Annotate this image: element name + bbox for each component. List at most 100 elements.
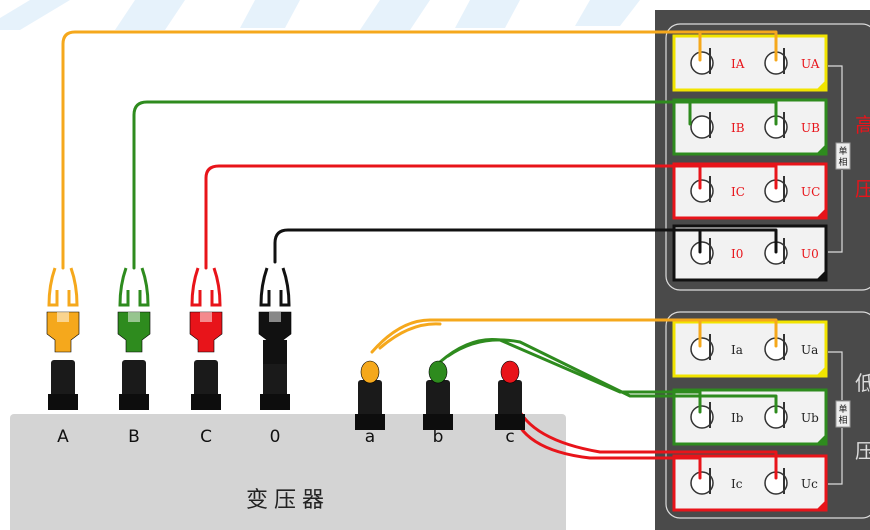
current-label: Ia <box>731 343 743 357</box>
clamp-A-jaw <box>46 311 80 353</box>
transformer-body <box>10 414 566 530</box>
single-phase-label: 单相 <box>838 145 847 168</box>
low-port: Ia Ua <box>672 320 828 378</box>
low-group-frame <box>665 311 870 519</box>
terminal-label-A: A <box>57 427 69 447</box>
high-bracket <box>828 65 843 253</box>
bushing-0 <box>263 360 287 404</box>
high-port: I0 U0 <box>672 224 828 282</box>
clamp-0-notch <box>269 312 281 322</box>
high-side-label: 压 <box>855 177 870 201</box>
terminal-label-B: B <box>128 427 140 447</box>
clamp-A-notch <box>57 312 69 322</box>
test-leads <box>61 30 778 480</box>
clamps <box>46 267 525 430</box>
bushing-C <box>194 360 218 404</box>
current-label: IC <box>731 185 745 199</box>
wire-A-IA <box>61 30 702 270</box>
small-clamp-c <box>500 360 520 384</box>
port-corner <box>816 208 826 218</box>
bg-stripe <box>360 0 430 30</box>
high-port: IB UB <box>672 98 828 156</box>
clamp-C-handles <box>190 267 222 307</box>
low-side-label: 压 <box>855 439 870 463</box>
current-terminal <box>690 471 714 495</box>
bg-stripe <box>115 0 185 30</box>
current-label: I0 <box>731 247 743 261</box>
current-terminal <box>690 51 714 75</box>
clamp-0-extra <box>263 340 287 364</box>
clamp-B-notch <box>128 312 140 322</box>
bg-stripe <box>240 0 300 28</box>
bg-stripe <box>575 0 640 26</box>
bg-stripe <box>455 0 520 28</box>
low-bracket <box>828 351 843 485</box>
bushing-C-base <box>191 394 221 410</box>
current-label: Ic <box>731 477 743 491</box>
bushing-A-base <box>48 394 78 410</box>
clamp-A-handles <box>47 267 79 307</box>
port-corner <box>816 500 826 510</box>
low-port: Ib Ub <box>672 388 828 446</box>
high-port: IA UA <box>672 34 828 92</box>
terminal-label-c: c <box>505 427 514 447</box>
bushing-a <box>358 380 382 424</box>
port-corner <box>816 434 826 444</box>
terminal-label-a: a <box>365 427 375 447</box>
wire-C-UC <box>698 164 778 190</box>
low-port: Ic Uc <box>672 454 828 512</box>
voltage-label: UC <box>801 185 820 199</box>
background-stripes <box>0 0 640 30</box>
wire-B-IB <box>132 100 692 270</box>
wire-b-Ub <box>446 338 778 414</box>
port-corner <box>816 270 826 280</box>
wire-C-IC <box>204 164 702 270</box>
wire-a-Ua <box>698 318 778 348</box>
transformer: 变压器 <box>10 414 566 530</box>
current-terminal <box>690 337 714 361</box>
small-clamp-a <box>360 360 380 384</box>
voltage-label: UA <box>801 57 820 71</box>
bushing-B <box>122 360 146 404</box>
low-side-label: 低 <box>855 371 870 395</box>
wire-a-Ia <box>370 318 702 354</box>
clamp-B-jaw <box>117 311 151 353</box>
voltage-label: Ub <box>801 411 819 425</box>
voltage-label: Ua <box>801 343 818 357</box>
current-label: IB <box>731 121 745 135</box>
high-group-frame <box>665 23 870 291</box>
single-phase-label: 单相 <box>838 403 847 426</box>
bushing-c <box>498 380 522 424</box>
single-phase-tag <box>835 142 851 170</box>
voltage-label: UB <box>801 121 820 135</box>
bushing-B-base <box>119 394 149 410</box>
bushing-b-base <box>423 414 453 430</box>
high-side-label: 高 <box>855 113 870 137</box>
port-corner <box>816 80 826 90</box>
wire-a-loop <box>378 322 442 350</box>
bushing-a-base <box>355 414 385 430</box>
voltage-label: U0 <box>801 247 819 261</box>
voltage-label: Uc <box>801 477 818 491</box>
current-terminal <box>690 179 714 203</box>
current-label: IA <box>731 57 745 71</box>
current-label: Ib <box>731 411 744 425</box>
port-corner <box>816 366 826 376</box>
clamp-C-jaw <box>189 311 223 353</box>
terminal-label-b: b <box>433 427 444 447</box>
current-terminal <box>690 405 714 429</box>
bg-stripe <box>0 0 70 30</box>
clamp-B-handles <box>118 267 150 307</box>
high-port: IC UC <box>672 162 828 220</box>
bushing-c-base <box>495 414 525 430</box>
current-terminal <box>690 241 714 265</box>
clamp-C-notch <box>200 312 212 322</box>
wire-A-UA <box>698 30 778 62</box>
small-clamp-b <box>428 360 448 384</box>
bushing-A <box>51 360 75 404</box>
wire-0-I0 <box>273 228 702 264</box>
single-phase-tag <box>835 400 851 428</box>
current-terminal <box>690 115 714 139</box>
